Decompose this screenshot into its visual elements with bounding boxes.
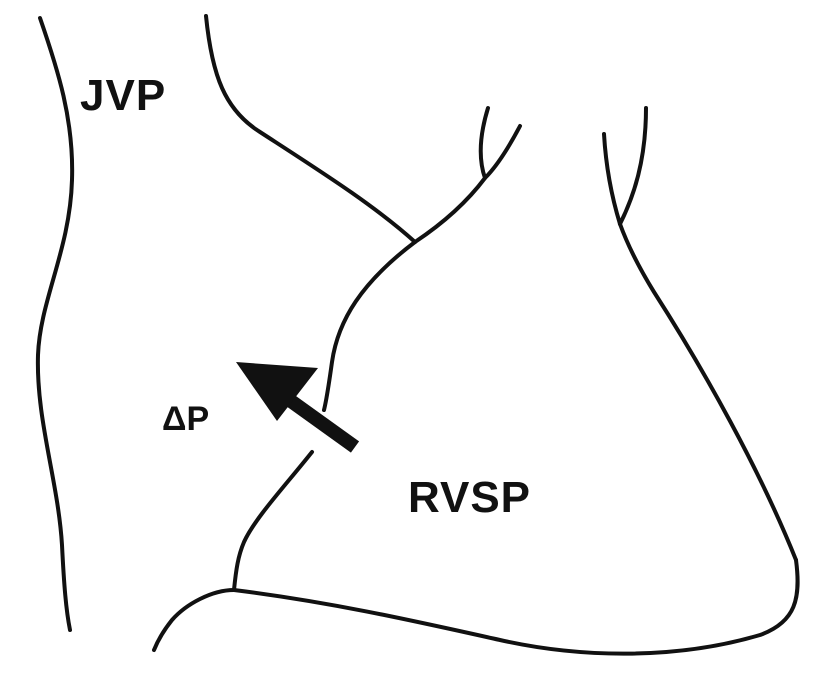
right-atrium-ventricle-septum-upper — [322, 240, 417, 412]
pressure-gradient-arrow-shaft — [279, 390, 360, 453]
pulmonary-outflow-right — [618, 106, 648, 226]
pressure-gradient-arrow-head — [236, 362, 318, 421]
delta-p-label: ΔP — [162, 400, 209, 438]
ventricle-right-wall — [618, 222, 798, 562]
pulmonary-outflow-left — [602, 132, 622, 226]
jugular-vein-right-wall — [204, 14, 417, 244]
jvp-label: JVP — [80, 71, 166, 120]
rvsp-label: RVSP — [408, 473, 531, 522]
vessel-branch-left — [413, 106, 490, 244]
jugular-vein-left-wall — [35, 16, 75, 632]
vessel-branch-right — [483, 124, 522, 180]
ventricle-bottom-wall — [232, 558, 800, 656]
ventricle-apex-wall — [152, 588, 236, 652]
right-atrium-ventricle-septum-lower — [232, 450, 314, 592]
